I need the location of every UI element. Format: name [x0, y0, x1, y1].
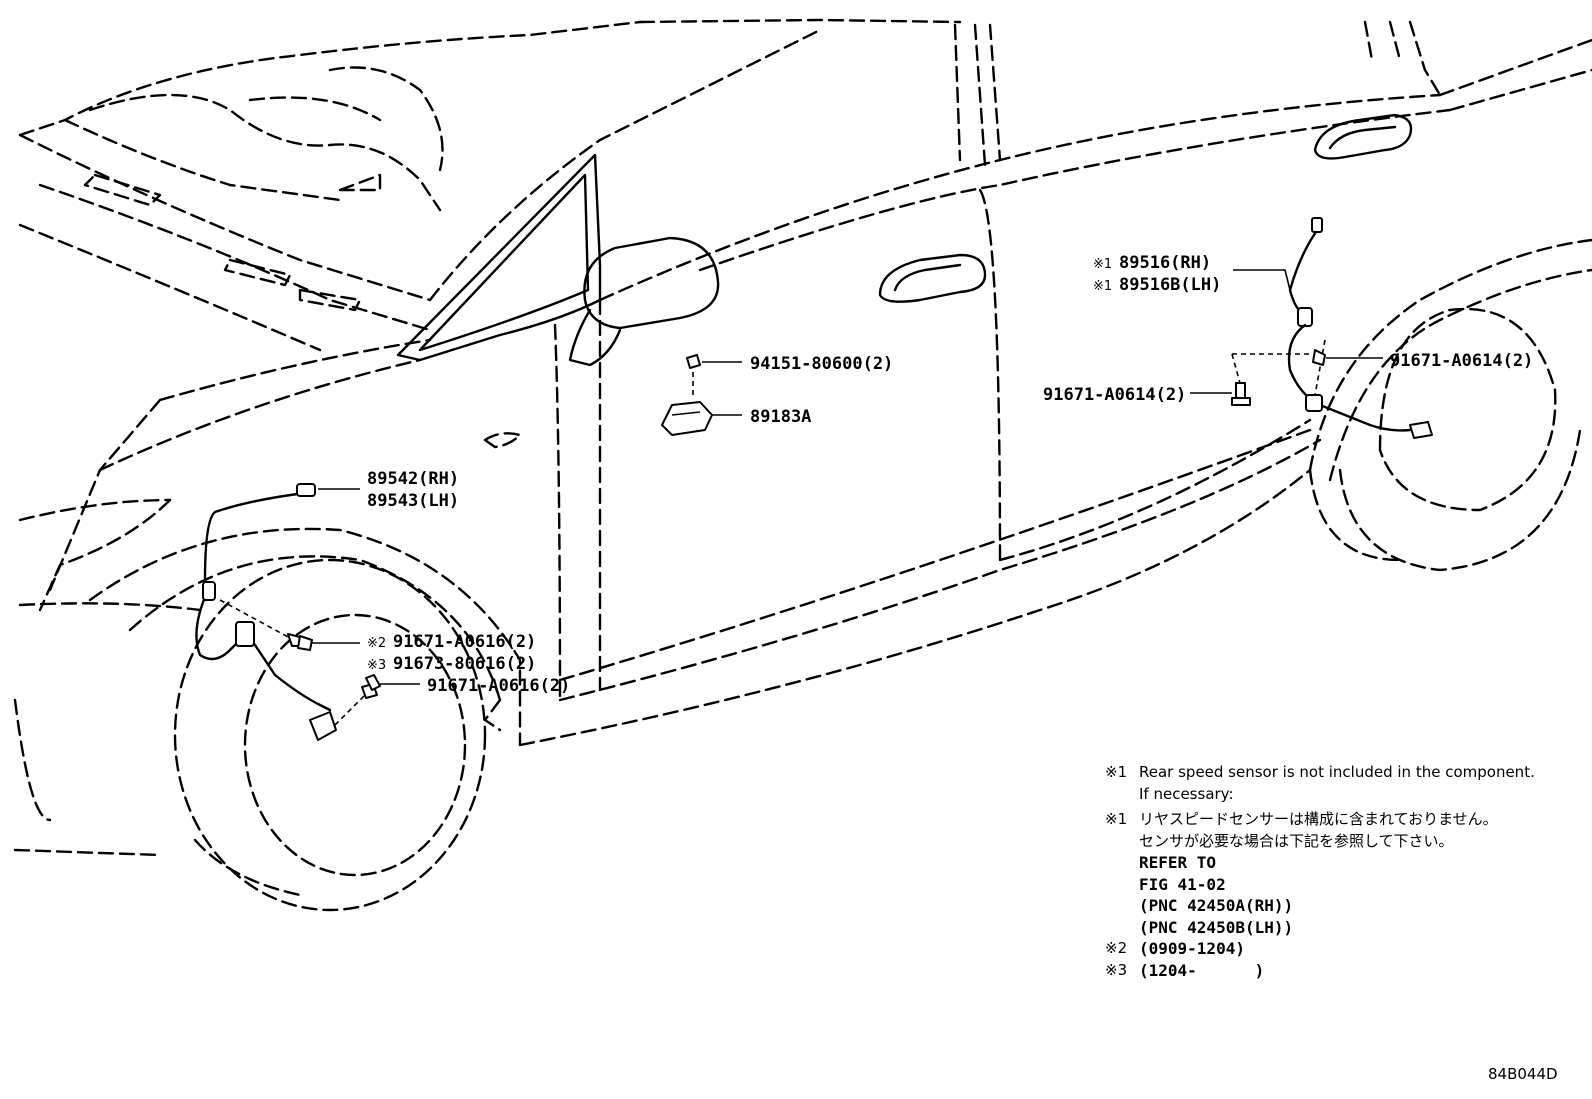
note1-line2: If necessary:	[1139, 784, 1234, 803]
callout-front-sensor-lh: 89543(LH)	[367, 491, 459, 511]
front-wheel	[173, 558, 487, 912]
rear-speed-sensor	[1231, 217, 1433, 439]
callout-rear-sensor-lh: 89516B(LH)	[1119, 275, 1221, 295]
note1jp-line1: リヤスピードセンサーは構成に含まれておりません。	[1139, 810, 1498, 828]
front-speed-sensor	[195, 483, 366, 741]
refer-line1: REFER TO	[1139, 853, 1217, 872]
front-bolt-icons	[287, 633, 381, 699]
callout-front-bolt-a: 91671-A0616(2)	[393, 632, 536, 652]
callout-front-bolt-c: 91671-A0616(2)	[427, 676, 570, 696]
sensor-bracket-assembly	[661, 354, 713, 436]
refer-line2: FIG 41-02	[1139, 874, 1226, 894]
note-mark: ※3	[1105, 960, 1128, 979]
callout-mark: ※2	[367, 636, 386, 651]
callout-mark: ※3	[367, 658, 386, 673]
note1-line1: Rear speed sensor is not included in the…	[1139, 763, 1535, 781]
car-body-outline	[13, 18, 1592, 857]
callout-sensor-bracket: 89183A	[750, 407, 811, 427]
refer-line3: (PNC 42450A(RH))	[1139, 896, 1294, 915]
rear-bolt-icons	[1231, 349, 1326, 406]
note-mark: ※1	[1105, 810, 1128, 828]
callout-rear-bolt-right: 91671-A0614(2)	[1390, 351, 1533, 371]
note-mark: ※2	[1105, 939, 1128, 957]
note-mark: ※1	[1105, 763, 1128, 781]
callout-rear-bolt-left: 91671-A0614(2)	[1043, 385, 1186, 405]
callout-front-sensor-rh: 89542(RH)	[367, 469, 459, 489]
side-mirror	[568, 236, 720, 367]
callout-nut: 94151-80600(2)	[750, 354, 893, 374]
door-handles	[878, 113, 1413, 303]
note1jp-line2: センサが必要な場合は下記を参照して下さい。	[1139, 831, 1454, 850]
note2-text: (0909-1204)	[1139, 939, 1245, 958]
note3-text: (1204- )	[1139, 960, 1265, 980]
callout-rear-sensor-rh: 89516(RH)	[1119, 253, 1211, 273]
rear-wheel	[1338, 307, 1582, 572]
figure-code: 84B044D	[1488, 1065, 1558, 1083]
footnotes: ※1 Rear speed sensor is not included in …	[1105, 762, 1585, 981]
refer-line4: (PNC 42450B(LH))	[1139, 917, 1294, 937]
leader-lines	[312, 269, 1383, 685]
callout-labels: 89542(RH) 89543(LH) ※2 91671-A0616(2) ※3…	[367, 253, 1533, 696]
callout-front-bolt-b: 91673-80616(2)	[393, 654, 536, 674]
callout-mark: ※1	[1093, 279, 1112, 294]
callout-mark: ※1	[1093, 257, 1112, 272]
